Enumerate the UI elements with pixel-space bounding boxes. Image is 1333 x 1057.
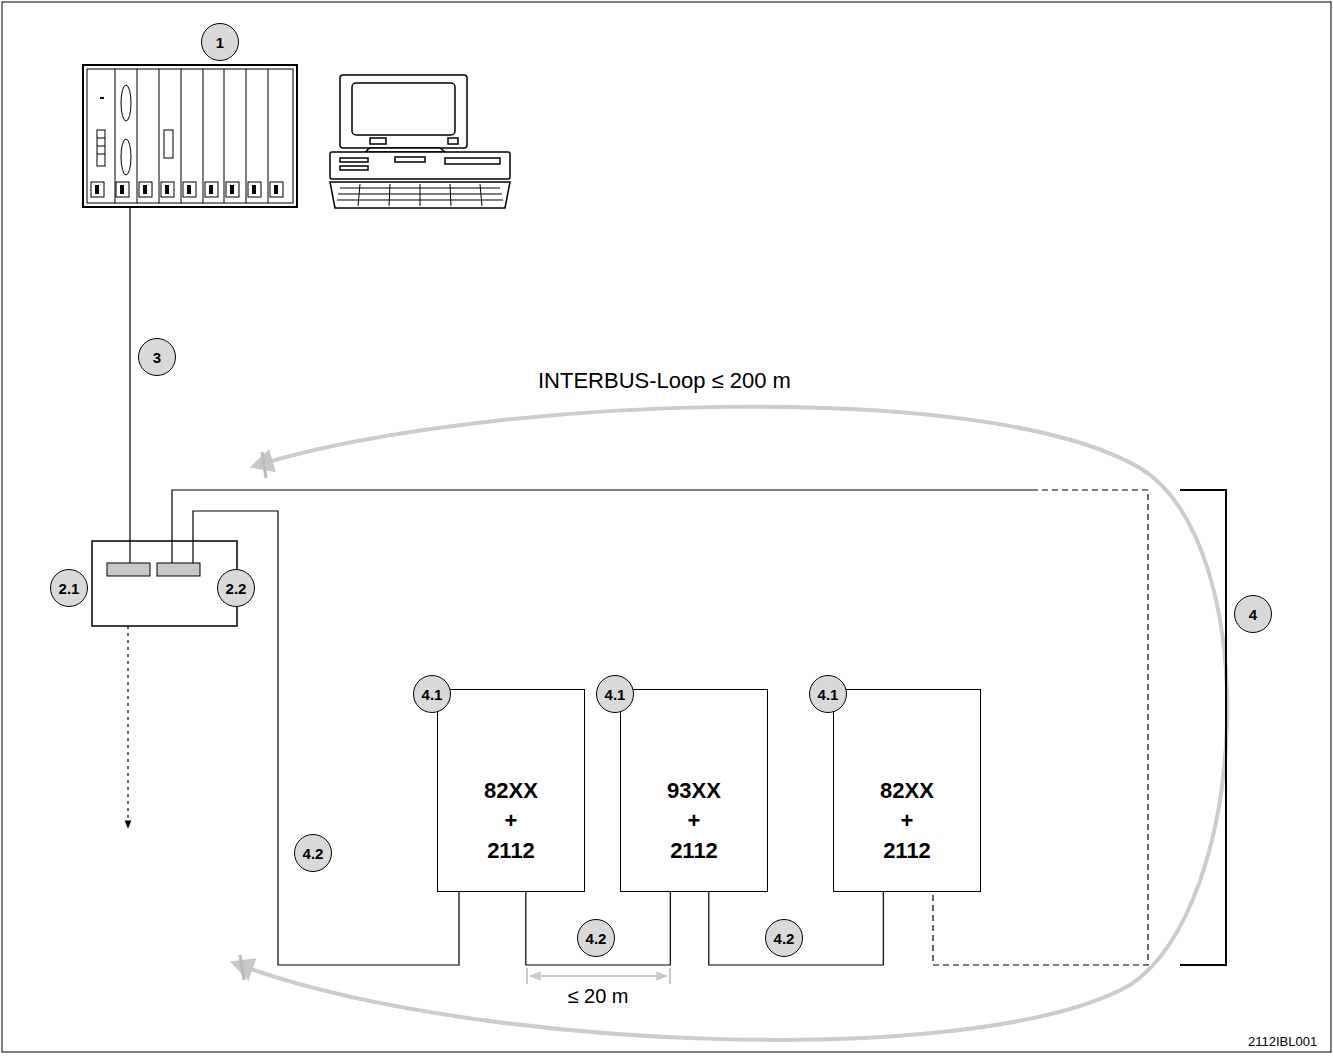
plc-rack <box>83 65 297 207</box>
device-label: 93XX + 2112 <box>667 776 721 866</box>
annotation-text: INTERBUS-Loop ≤ 200 m <box>538 368 791 394</box>
device-label: 82XX + 2112 <box>484 776 538 866</box>
loop-tick <box>240 955 244 980</box>
device-box: 82XX + 2112 <box>437 689 585 892</box>
dimension-line <box>527 968 670 984</box>
callout-number: 4.2 <box>765 919 803 957</box>
device-box: 93XX + 2112 <box>620 689 768 892</box>
loop-arrow <box>248 407 1227 1040</box>
callout-number: 4.1 <box>413 675 451 713</box>
bracket <box>1180 490 1226 965</box>
bus-cable <box>526 892 671 965</box>
callout-number: 2.2 <box>217 569 255 607</box>
bus-module <box>92 541 237 626</box>
personal-computer <box>330 75 510 208</box>
device-label: 82XX + 2112 <box>880 776 934 866</box>
annotation-text: 2112IBL001 <box>1248 1034 1317 1049</box>
annotation-text: ≤ 20 m <box>568 985 629 1008</box>
device-box: 82XX + 2112 <box>833 689 981 892</box>
callout-number: 4.2 <box>577 919 615 957</box>
loop-tick <box>262 452 266 478</box>
callout-number: 4 <box>1234 595 1272 633</box>
callout-number: 3 <box>138 338 176 376</box>
callout-number: 4.1 <box>596 675 634 713</box>
bus-cable <box>128 207 1148 965</box>
bus-cable <box>709 892 884 965</box>
callout-number: 4.1 <box>809 675 847 713</box>
callout-number: 2.1 <box>50 569 88 607</box>
callout-number: 1 <box>201 23 239 61</box>
callout-number: 4.2 <box>294 834 332 872</box>
